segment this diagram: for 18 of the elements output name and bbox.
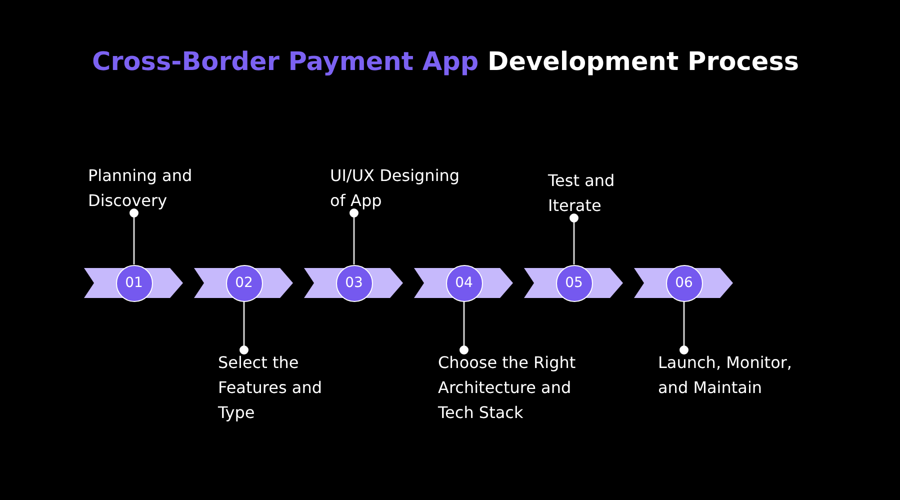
step-number: 04 <box>446 264 482 302</box>
step-label: Planning and Discovery <box>88 163 238 213</box>
leader-line <box>460 302 468 354</box>
leader-line <box>240 302 248 354</box>
step-number: 03 <box>336 264 372 302</box>
leader-line <box>130 208 138 264</box>
step-number: 02 <box>226 264 262 302</box>
leader-line <box>680 302 688 354</box>
step-label: Launch, Monitor, and Maintain <box>658 350 813 400</box>
step-number: 05 <box>556 264 592 302</box>
step-label: Test and Iterate <box>548 168 638 218</box>
step-number: 06 <box>666 264 702 302</box>
leader-line <box>570 214 578 264</box>
step-label: UI/UX Designing of App <box>330 163 480 213</box>
step-number: 01 <box>116 264 152 302</box>
step-label: Choose the Right Architecture and Tech Stack <box>438 350 588 425</box>
leader-line <box>350 208 358 264</box>
step-label: Select the Features and Type <box>218 350 338 425</box>
